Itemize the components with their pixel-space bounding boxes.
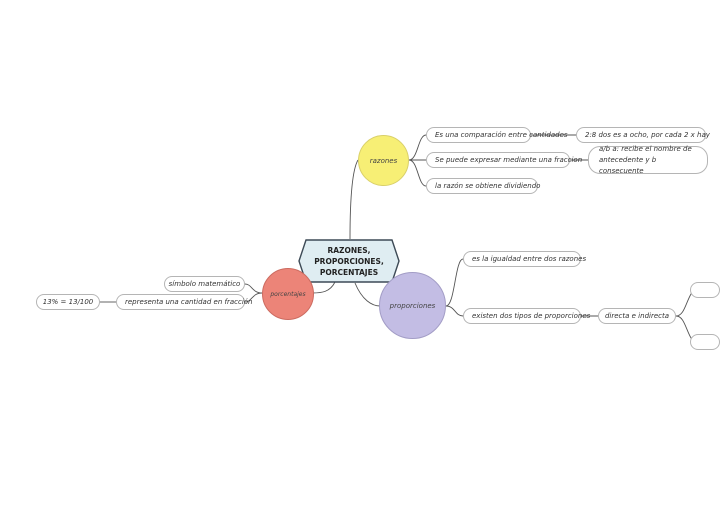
connector-lines (100, 134, 697, 345)
proporciones-subtype-bottom[interactable] (690, 334, 720, 350)
razones-item-comparison[interactable]: Es una comparación entre cantidades (426, 127, 568, 143)
proporciones-item-equality[interactable]: es la igualdad entre dos razones (463, 251, 586, 267)
proporciones-types[interactable]: directa e indirecta (598, 308, 676, 324)
central-topic-title: RAZONES, PROPORCIONES, PORCENTAJES (314, 245, 384, 277)
porcentajes-item-symbol[interactable]: símbolo matemático (164, 276, 245, 292)
razones-example[interactable]: 2:8 dos es a ocho, por cada 2 x hay (576, 127, 710, 143)
central-topic[interactable]: RAZONES, PROPORCIONES, PORCENTAJES (298, 239, 400, 283)
porcentajes-item-fraction[interactable]: representa una cantidad en fracción (116, 294, 252, 310)
porcentajes-node[interactable]: porcentajes (262, 268, 314, 320)
proporciones-subtype-top[interactable] (690, 282, 720, 298)
razones-item-fraction[interactable]: Se puede expresar mediante una fraccion (426, 152, 582, 168)
proporciones-label: proporciones (389, 301, 436, 310)
razones-label: razones (369, 156, 398, 165)
proporciones-item-types[interactable]: existen dos tipos de proporciones (463, 308, 590, 324)
razones-fraction-note[interactable]: a/b a: recibe el nombre de antecedente y… (588, 145, 708, 175)
porcentajes-example[interactable]: 13% = 13/100 (36, 294, 100, 310)
proporciones-node[interactable]: proporciones (379, 272, 446, 339)
porcentajes-label: porcentajes (270, 290, 306, 298)
razones-item-divide[interactable]: la razón se obtiene dividiendo (426, 178, 540, 194)
razones-node[interactable]: razones (358, 135, 409, 186)
